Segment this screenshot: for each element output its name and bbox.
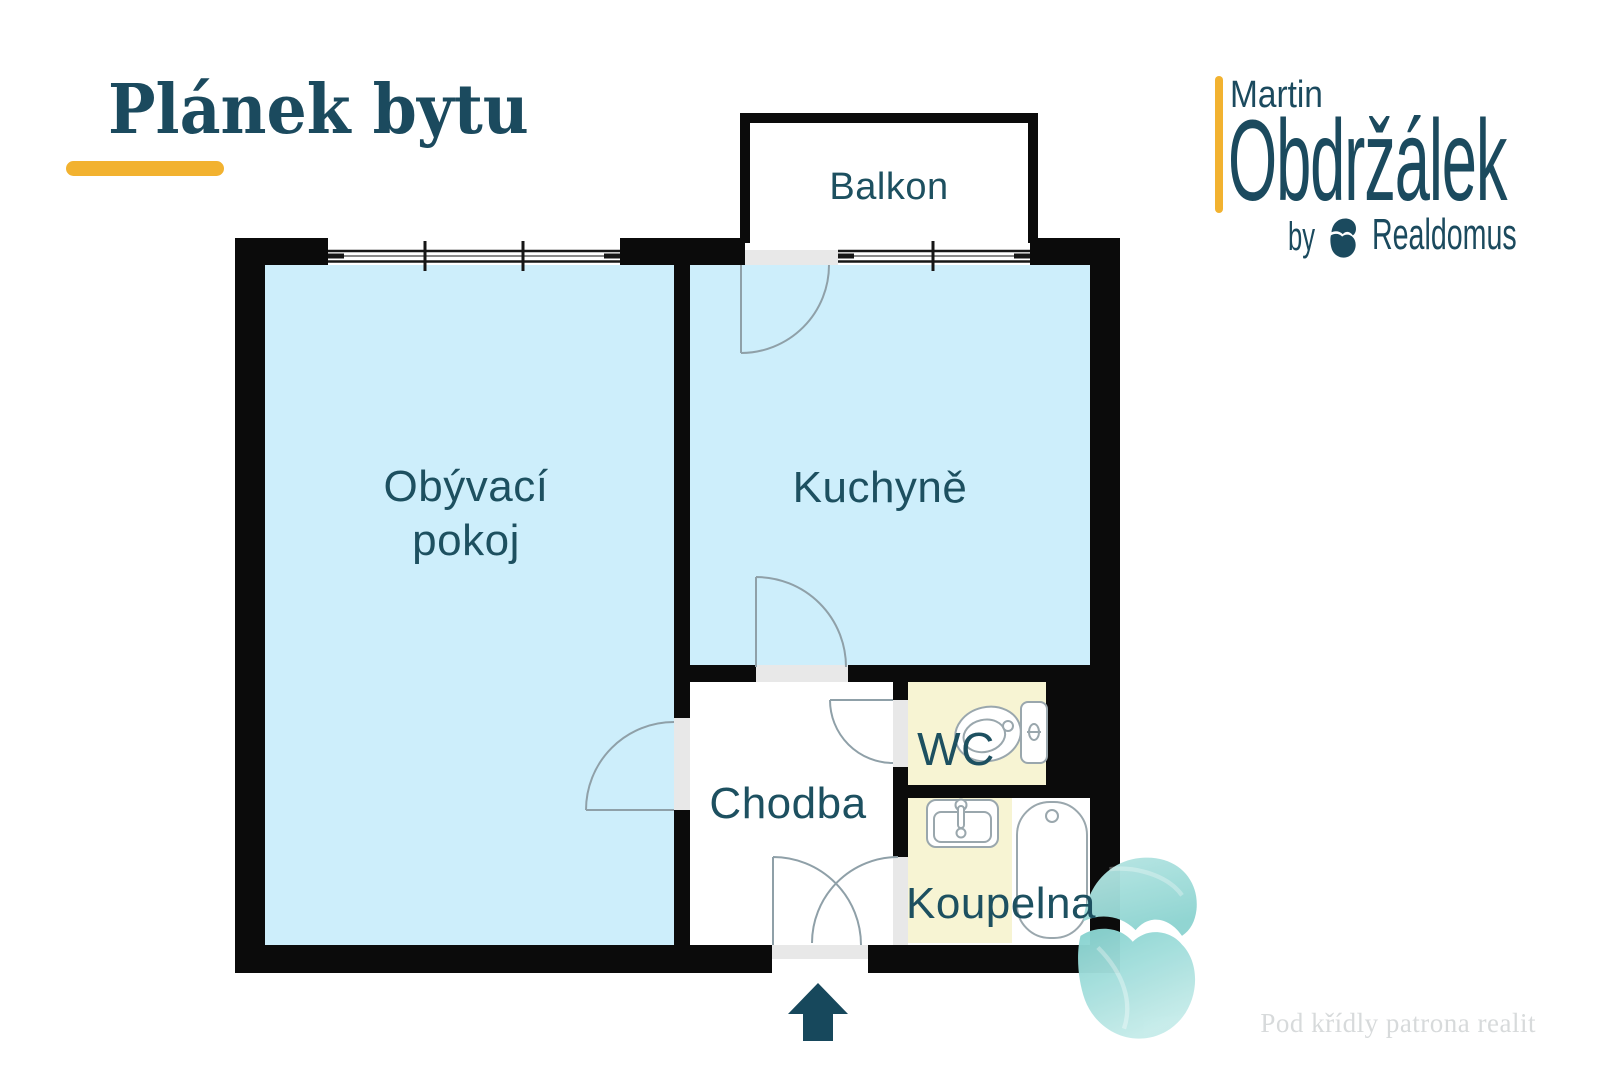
logo-accent-bar <box>1215 76 1223 213</box>
living-room-label-line2: pokoj <box>412 516 520 565</box>
balcony-wall-right <box>1028 113 1038 243</box>
living-room-label: Obývací pokoj <box>316 460 616 568</box>
realdomus-bird-icon <box>1330 218 1357 258</box>
living-room-floor <box>265 265 674 945</box>
living-room-door <box>585 721 675 811</box>
watermark-tagline: Pod křídly patrona realit <box>1260 1008 1536 1038</box>
logo-brand-name: Realdomus <box>1372 210 1517 259</box>
balcony-floor <box>750 123 1028 238</box>
toilet-icon <box>954 701 1048 764</box>
balcony-wall-top <box>740 113 1038 123</box>
entrance-arrow-icon <box>788 983 848 1041</box>
balcony-door <box>740 264 830 354</box>
door-swing-arcs <box>585 264 899 946</box>
bathroom-label: Koupelna <box>906 879 1096 928</box>
walls <box>235 113 1120 973</box>
page-title: Plánek bytu <box>108 70 529 150</box>
logo-first-name: Martin <box>1230 74 1323 116</box>
fixtures <box>926 701 1088 939</box>
kitchen-label: Kuchyně <box>792 463 968 512</box>
window-symbols <box>328 241 1030 271</box>
hall-label: Chodba <box>709 779 867 828</box>
kitchen-window <box>838 241 1030 271</box>
title-underline <box>66 161 224 176</box>
wc-door <box>829 699 894 764</box>
balcony-wall-left <box>740 113 750 243</box>
wc-label: WC <box>917 723 995 775</box>
living-room-label-line1: Obývací <box>383 462 549 511</box>
logo-last-name: Obdržálek <box>1228 97 1507 225</box>
sink-icon <box>926 798 999 848</box>
door-thresholds <box>674 250 908 959</box>
wc-duct-block <box>1046 682 1090 785</box>
entrance-door <box>772 856 862 946</box>
bathroom-door <box>811 856 899 944</box>
watermark-bird-icon <box>1078 857 1197 1039</box>
living-room-window <box>328 241 620 271</box>
bathtub-icon <box>1016 801 1088 939</box>
balcony-label: Balkon <box>829 166 949 208</box>
kitchen-door <box>755 576 847 668</box>
logo-by-text: by <box>1288 215 1316 259</box>
